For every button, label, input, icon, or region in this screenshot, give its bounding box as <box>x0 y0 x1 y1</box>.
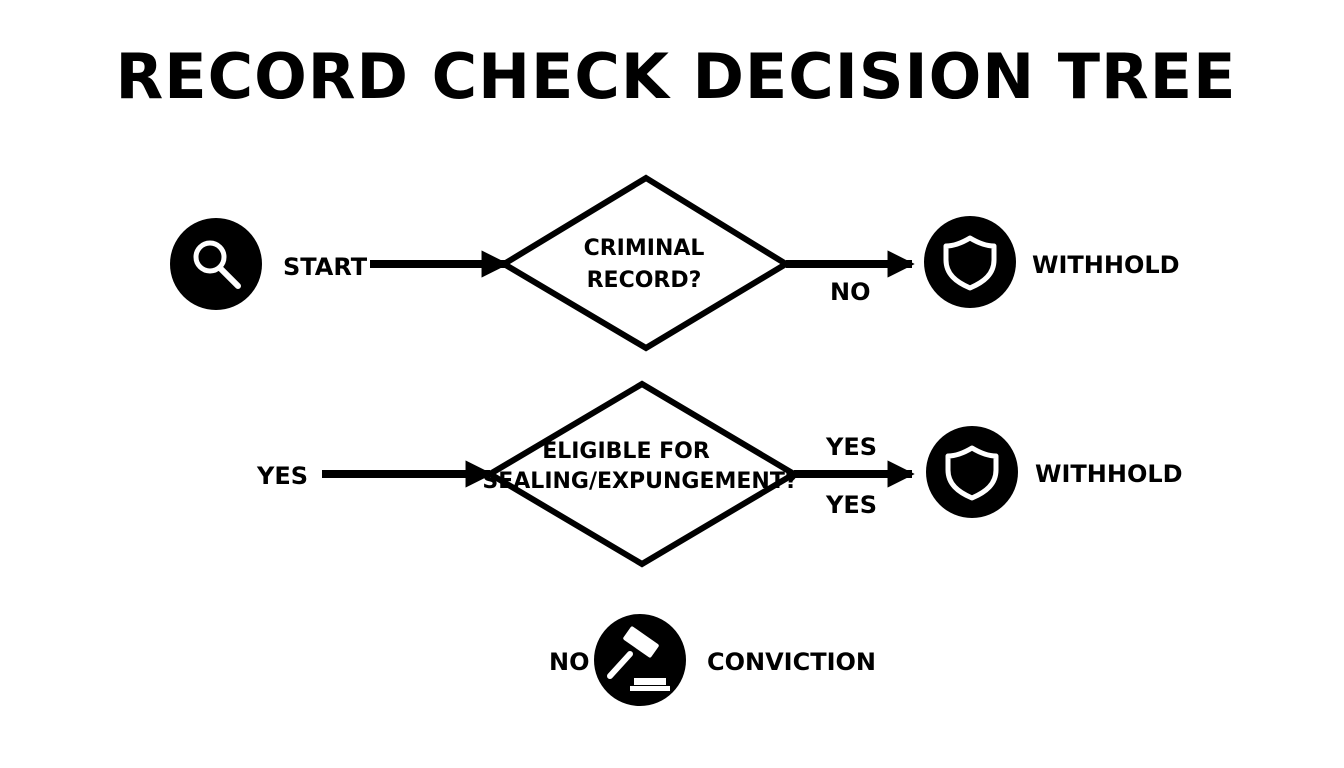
conviction-node <box>594 614 686 706</box>
decision-eligible-line1: ELIGIBLE FOR <box>542 439 710 464</box>
withhold-label-1: WITHHOLD <box>1032 251 1180 279</box>
shield-icon <box>943 235 997 291</box>
decision-criminal-record <box>498 174 792 352</box>
search-icon <box>193 240 241 289</box>
diagram-title: RECORD CHECK DECISION TREE <box>116 40 1237 113</box>
withhold-node-2 <box>926 426 1018 518</box>
start-node <box>170 218 262 310</box>
gavel-icon <box>607 626 670 691</box>
withhold-label-2: WITHHOLD <box>1035 460 1183 488</box>
decision-eligible <box>484 380 800 568</box>
withhold-node-1 <box>924 216 1016 308</box>
edge-label-eligible-yes-bottom: YES <box>825 491 877 519</box>
edge-label-conviction-no: NO <box>549 648 590 676</box>
start-label: START <box>283 253 368 281</box>
edge-label-record-no: NO <box>830 278 871 306</box>
edge-label-eligible-yes-top: YES <box>825 433 877 461</box>
decision-criminal-record-line2: RECORD? <box>587 268 702 293</box>
decision-criminal-record-line1: CRIMINAL <box>584 236 705 261</box>
edge-label-yes-entry: YES <box>256 462 308 490</box>
decision-eligible-line2: SEALING/EXPUNGEMENT? <box>482 469 797 494</box>
shield-icon <box>945 445 999 501</box>
conviction-label: CONVICTION <box>707 648 876 676</box>
